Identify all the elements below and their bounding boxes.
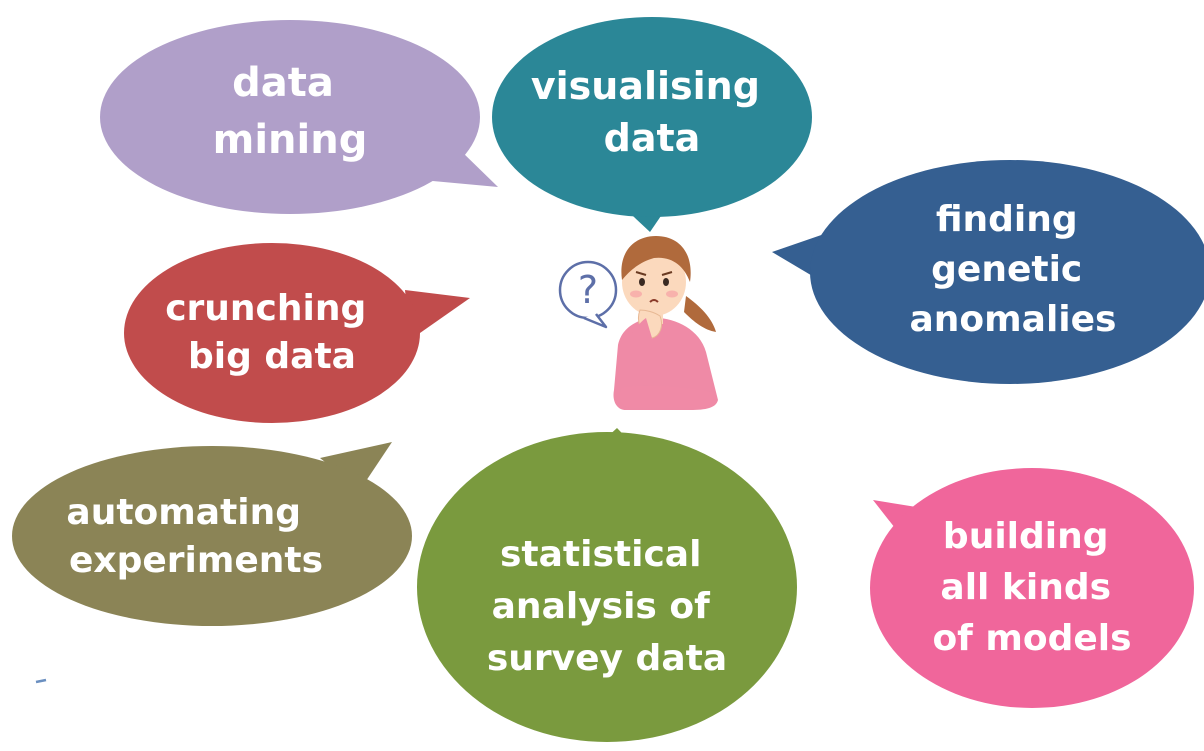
question-mark: ?: [578, 268, 598, 312]
bubble-visualising-data: visualising data: [492, 17, 812, 232]
bubble-shape: [870, 468, 1194, 708]
bubble-label: automating experiments: [66, 492, 323, 581]
bubble-automating-experiments: automating experiments: [12, 442, 412, 626]
bubble-label: finding genetic anomalies: [910, 199, 1117, 340]
bubble-shape: [405, 290, 470, 340]
bubble-label: crunching big data: [165, 288, 379, 377]
bubble-shape: [417, 432, 797, 742]
confused-woman-icon: ?: [558, 236, 718, 410]
bubble-shape: [124, 243, 420, 423]
bubble-data-mining: data mining: [100, 20, 498, 214]
bubble-shape: [320, 442, 392, 490]
stray-mark: [35, 678, 47, 684]
bubble-label: visualising data: [531, 64, 773, 160]
bubble-label: data mining: [213, 60, 368, 163]
bubble-building-models: building all kinds of models: [870, 468, 1194, 708]
question-mark-bubble-icon: ?: [558, 260, 618, 329]
bubble-shape: [810, 160, 1204, 384]
bubble-label: building all kinds of models: [932, 516, 1131, 659]
bubble-statistical-analysis: statistical analysis of survey data: [417, 428, 797, 742]
bubble-finding-genetic-anomalies: finding genetic anomalies: [772, 160, 1204, 384]
bubble-label: statistical analysis of survey data: [487, 534, 727, 679]
bubble-shape: [100, 20, 480, 214]
bubble-shape: [12, 446, 412, 626]
bubble-shape: [492, 17, 812, 217]
bubble-crunching-big-data: crunching big data: [124, 243, 470, 423]
